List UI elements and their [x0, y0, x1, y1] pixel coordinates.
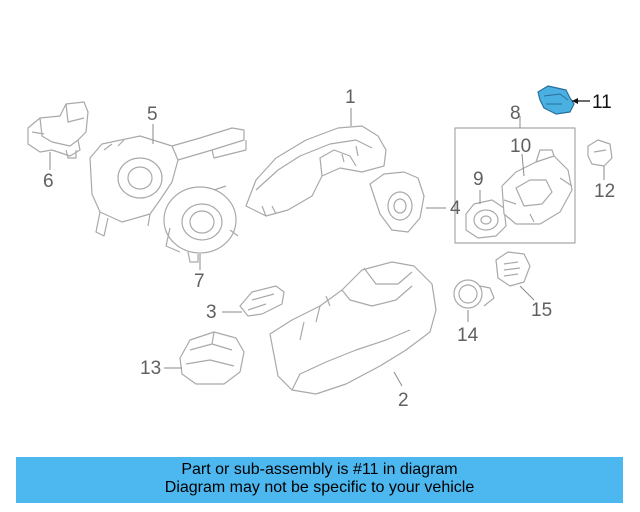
banner-line-2: Diagram may not be specific to your vehi… — [164, 479, 475, 496]
part-6-switch — [27, 101, 89, 159]
callout-1: 1 — [345, 87, 356, 108]
callout-10: 10 — [510, 136, 532, 157]
callout-7: 7 — [194, 271, 205, 292]
callout-3: 3 — [206, 302, 217, 323]
callout-6: 6 — [43, 171, 54, 192]
part-13-module — [179, 331, 245, 385]
callout-5: 5 — [147, 104, 158, 125]
info-banner: Part or sub-assembly is #11 in diagram D… — [16, 457, 623, 503]
callout-12: 12 — [594, 181, 616, 202]
part-7-clock-spring — [163, 185, 239, 263]
leader-lines — [49, 98, 605, 387]
part-8-group-box — [454, 127, 576, 244]
callout-11: 11 — [592, 92, 612, 113]
part-11-highlighted-component — [537, 85, 575, 115]
part-4-ignition-bezel — [369, 171, 425, 233]
callout-15: 15 — [531, 300, 553, 321]
part-15-connector — [495, 251, 531, 287]
part-5-combination-switch — [89, 127, 247, 237]
part-1-upper-column-cover — [245, 125, 387, 217]
part-10-ignition-switch — [501, 149, 573, 225]
part-2-lower-column-cover — [269, 261, 437, 395]
part-12-cap — [587, 139, 613, 167]
banner-line-1: Part or sub-assembly is #11 in diagram — [181, 461, 458, 478]
callout-8: 8 — [510, 103, 521, 124]
part-9-lock-cylinder — [465, 199, 507, 239]
callout-4: 4 — [450, 198, 461, 219]
part-3-clip — [239, 285, 285, 317]
part-14-ring — [453, 279, 495, 309]
callout-14: 14 — [457, 325, 479, 346]
parts-diagram — [27, 85, 613, 395]
callout-9: 9 — [473, 169, 484, 190]
callout-2: 2 — [398, 390, 409, 411]
callout-13: 13 — [140, 358, 162, 379]
